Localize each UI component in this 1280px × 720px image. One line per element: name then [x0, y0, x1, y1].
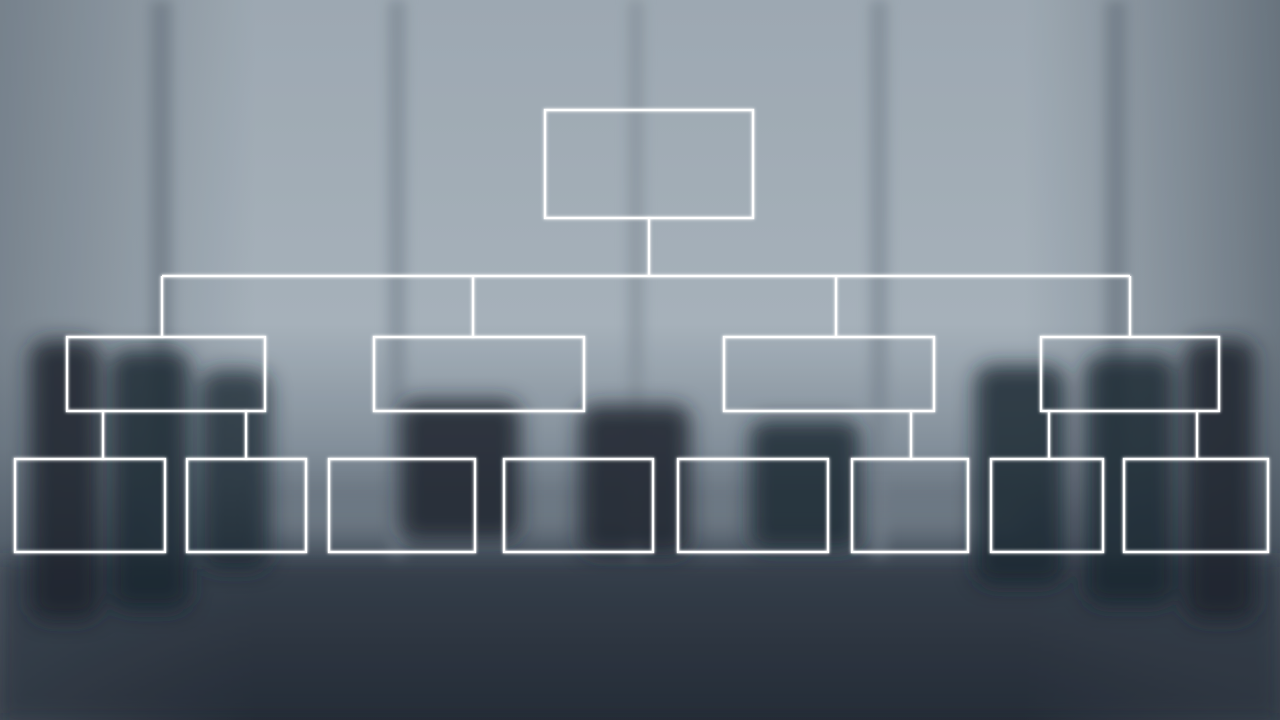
conference-table	[0, 495, 1280, 720]
org-level2-box	[327, 457, 477, 554]
org-level2-box	[1122, 457, 1270, 554]
org-level1-box	[372, 335, 586, 413]
org-boxes	[13, 108, 1270, 554]
org-level2-box	[13, 457, 167, 554]
org-level2-box	[502, 457, 655, 554]
org-level2-box	[850, 457, 970, 554]
org-level2-box	[185, 457, 308, 554]
blurred-chairs	[30, 340, 1255, 620]
org-level2-box	[676, 457, 830, 554]
connector-lines	[101, 218, 1199, 459]
org-level1-box	[65, 335, 267, 413]
org-root-box	[543, 108, 755, 220]
org-level1-box	[1039, 335, 1221, 413]
org-level2-box	[989, 457, 1105, 554]
org-level1-box	[722, 335, 936, 413]
